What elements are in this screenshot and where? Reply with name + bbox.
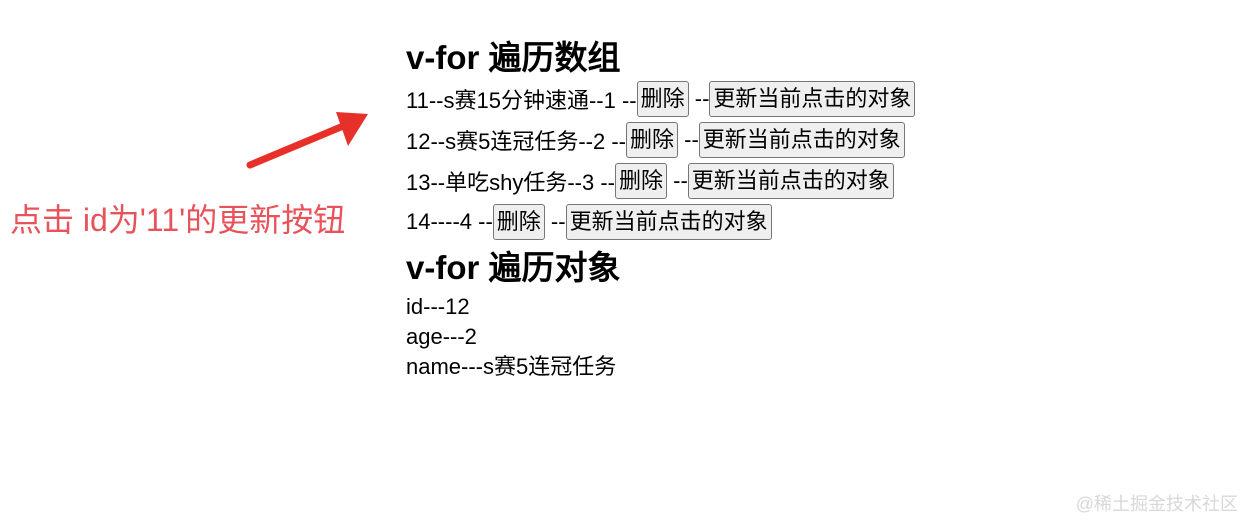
item-text: 13--单吃shy任务--3 -- xyxy=(406,169,616,195)
array-section-heading: v-for 遍历数组 xyxy=(406,39,621,76)
main-content: v-for 遍历数组 11--s赛15分钟速通--1 -- 删除 -- 更新当前… xyxy=(406,38,916,382)
update-button[interactable]: 更新当前点击的对象 xyxy=(565,203,772,240)
list-item: 13--单吃shy任务--3 -- 删除 -- 更新当前点击的对象 xyxy=(406,160,915,201)
item-text: 14----4 -- xyxy=(406,208,493,234)
annotation-arrow-icon xyxy=(246,112,368,169)
update-button[interactable]: 更新当前点击的对象 xyxy=(687,162,894,199)
item-separator: -- xyxy=(678,126,699,152)
item-text: 12--s赛5连冠任务--2 -- xyxy=(406,128,627,154)
object-entry: age---2 xyxy=(406,324,477,349)
update-button[interactable]: 更新当前点击的对象 xyxy=(709,80,916,117)
object-entry: id---12 xyxy=(406,294,470,319)
list-item: 12--s赛5连冠任务--2 -- 删除 -- 更新当前点击的对象 xyxy=(406,119,915,160)
delete-button[interactable]: 删除 xyxy=(492,203,545,240)
update-button[interactable]: 更新当前点击的对象 xyxy=(698,121,905,158)
item-separator: -- xyxy=(667,167,688,193)
watermark-text: @稀土掘金技术社区 xyxy=(1075,494,1238,514)
list-item: 11--s赛15分钟速通--1 -- 删除 -- 更新当前点击的对象 xyxy=(406,78,916,119)
delete-button[interactable]: 删除 xyxy=(626,121,679,158)
item-text: 11--s赛15分钟速通--1 -- xyxy=(406,87,637,113)
delete-button[interactable]: 删除 xyxy=(615,162,668,199)
array-list: 11--s赛15分钟速通--1 -- 删除 -- 更新当前点击的对象 12--s… xyxy=(406,78,916,242)
annotation-text: 点击 id为'11'的更新按钮 xyxy=(10,202,346,238)
object-entry: name---s赛5连冠任务 xyxy=(406,354,617,379)
list-item: 14----4 -- 删除 -- 更新当前点击的对象 xyxy=(406,201,915,242)
item-separator: -- xyxy=(544,208,566,234)
object-section-heading: v-for 遍历对象 xyxy=(406,249,621,286)
item-separator: -- xyxy=(688,85,710,111)
delete-button[interactable]: 删除 xyxy=(636,80,689,117)
object-list: id---12 age---2 name---s赛5连冠任务 xyxy=(406,292,915,382)
